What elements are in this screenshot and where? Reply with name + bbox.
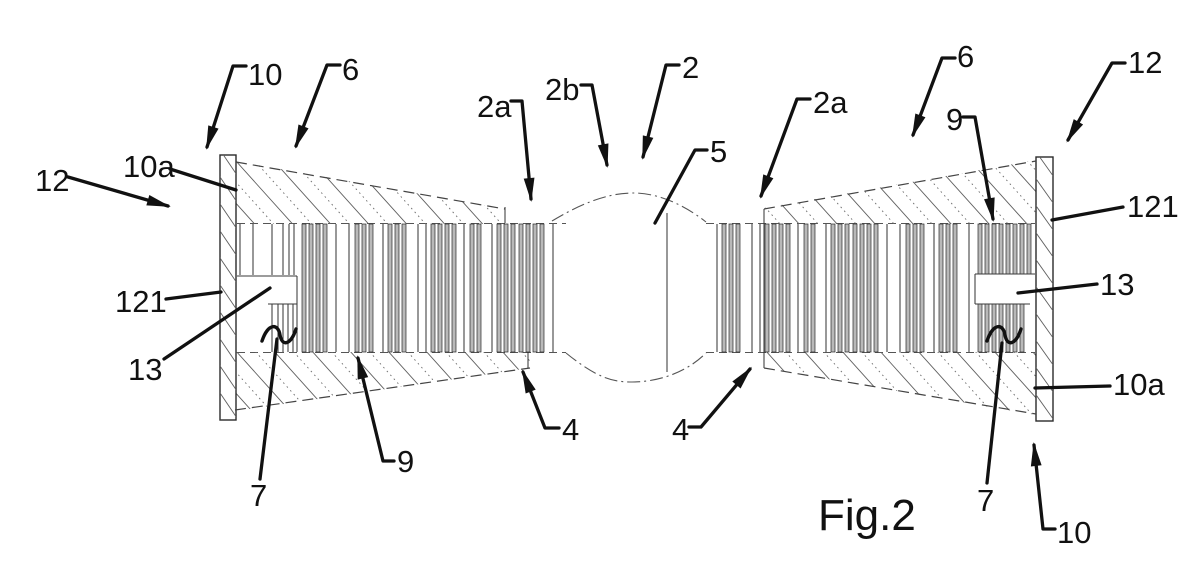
leader-5 bbox=[653, 148, 709, 225]
leader-13-left bbox=[162, 286, 272, 361]
leader-2 bbox=[641, 63, 681, 160]
ref-label-9-right: 9 bbox=[946, 102, 963, 137]
ref-label-6-left: 6 bbox=[342, 52, 359, 87]
leader-7-right bbox=[985, 341, 1004, 485]
ref-label-4-right: 4 bbox=[672, 412, 689, 447]
leader-9-right bbox=[961, 115, 995, 222]
ref-label-13-left: 13 bbox=[128, 352, 162, 387]
figure-caption: Fig.2 bbox=[818, 491, 916, 540]
ref-label-10a-left: 10a bbox=[123, 149, 175, 184]
break-mark-right bbox=[985, 325, 1023, 345]
leader-12-left bbox=[66, 175, 171, 208]
ref-label-7-right: 7 bbox=[977, 483, 994, 518]
leader-2b bbox=[579, 83, 609, 168]
ref-label-9-left: 9 bbox=[397, 444, 414, 479]
ref-label-2b: 2b bbox=[545, 72, 579, 107]
break-mark-left bbox=[260, 325, 298, 345]
leader-7-left bbox=[258, 337, 279, 481]
leader-4-left bbox=[521, 369, 561, 430]
leader-6-left bbox=[294, 63, 342, 149]
leader-lines bbox=[66, 56, 1127, 531]
ref-label-12-left: 12 bbox=[35, 163, 69, 198]
reference-labels: 12 10a 121 13 10 6 2a 2b 2 5 2a 6 9 12 121 13 10a 10 7 7 9 4 4 bbox=[35, 39, 1179, 550]
leader-4-right bbox=[687, 366, 752, 429]
ref-label-6-right: 6 bbox=[957, 39, 974, 74]
ref-label-4-left: 4 bbox=[562, 412, 579, 447]
ref-label-5: 5 bbox=[710, 134, 727, 169]
break-marks bbox=[260, 325, 1023, 345]
ref-label-13-right: 13 bbox=[1100, 267, 1134, 302]
leader-121-left bbox=[164, 290, 223, 301]
rib-threads bbox=[239, 223, 1032, 353]
retaining-slots bbox=[237, 273, 1035, 352]
leader-12-right bbox=[1066, 61, 1127, 143]
leader-10a-right bbox=[1033, 384, 1112, 390]
cone-hatching bbox=[236, 160, 1036, 415]
ref-label-2: 2 bbox=[682, 50, 699, 85]
leader-13-right bbox=[1016, 282, 1099, 295]
center-bulge bbox=[551, 192, 707, 383]
leader-2a-right bbox=[759, 97, 812, 199]
ref-label-10-top-left: 10 bbox=[248, 57, 282, 92]
ref-label-7-left: 7 bbox=[250, 478, 267, 513]
leader-9-left bbox=[356, 355, 396, 463]
leader-2a-left bbox=[509, 99, 535, 202]
ref-label-2a-right: 2a bbox=[813, 85, 848, 120]
ref-label-10-bottom-right: 10 bbox=[1057, 515, 1091, 550]
ref-label-2a-left: 2a bbox=[477, 89, 512, 124]
ref-label-10a-right: 10a bbox=[1113, 367, 1165, 402]
leader-6-right bbox=[911, 56, 957, 138]
ref-label-121-right: 121 bbox=[1127, 189, 1179, 224]
ref-label-12-right: 12 bbox=[1128, 45, 1162, 80]
cone-outlines bbox=[234, 160, 1037, 415]
leader-10-top-left bbox=[205, 64, 248, 150]
leader-10a-left bbox=[168, 167, 238, 192]
leader-121-right bbox=[1050, 205, 1125, 222]
ref-label-121-left: 121 bbox=[115, 284, 167, 319]
end-plates bbox=[219, 154, 1054, 422]
leader-10-bottom-right bbox=[1030, 442, 1057, 531]
